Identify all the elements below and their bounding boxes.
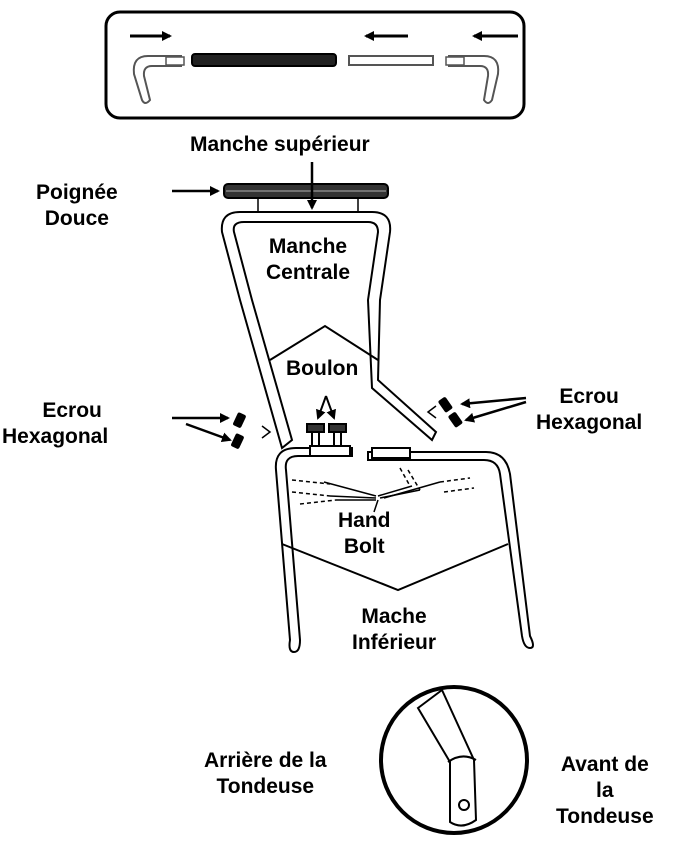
lower-handle-label: Mache Inférieur xyxy=(352,604,436,656)
hand-bolt-label: Hand Bolt xyxy=(338,508,391,560)
front-of-mower-label: Avant de la Tondeuse xyxy=(556,752,654,830)
hex-nut-left-label: Ecrou Hexagonal xyxy=(2,398,108,450)
soft-grip-part xyxy=(192,54,336,66)
hex-nut-right-label: Ecrou Hexagonal xyxy=(536,384,642,436)
bolt-hole-icon xyxy=(459,800,469,810)
bolt-icon xyxy=(329,424,346,446)
handle-end-detail xyxy=(381,687,527,833)
rear-of-mower-label: Arrière de la Tondeuse xyxy=(204,748,327,800)
middle-handle-label: Manche Centrale xyxy=(266,234,350,286)
label-arrows xyxy=(172,162,526,440)
exploded-parts-inset xyxy=(106,12,524,118)
upper-tube-part xyxy=(349,56,433,65)
hardware xyxy=(230,396,463,449)
bolt-icon xyxy=(307,424,324,446)
hex-nut-icon xyxy=(438,396,453,413)
upper-handle-label: Manche supérieur xyxy=(190,132,370,158)
hex-nut-icon xyxy=(448,411,463,428)
hex-nut-icon xyxy=(232,412,246,428)
upper-handle-assembly xyxy=(222,184,436,448)
hex-nut-icon xyxy=(230,433,244,449)
soft-grip-label: Poignée Douce xyxy=(36,180,118,232)
bolt-label: Boulon xyxy=(286,356,358,382)
